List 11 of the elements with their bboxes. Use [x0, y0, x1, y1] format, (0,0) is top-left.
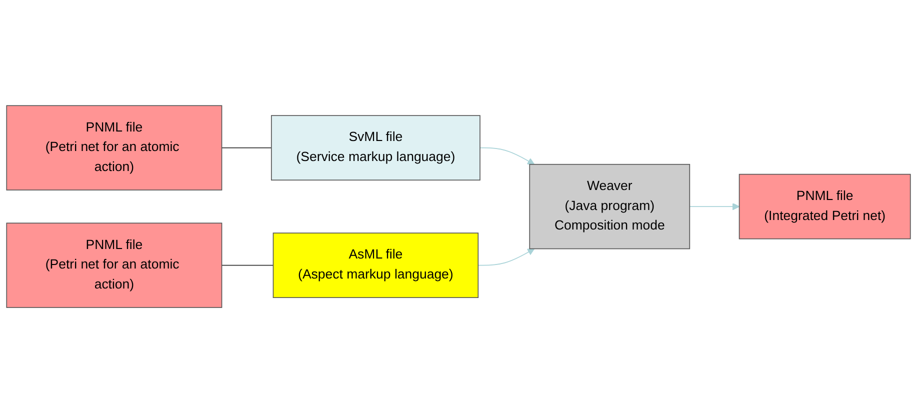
node-box: Weaver (Java program) Composition mode [529, 164, 690, 250]
arrow [689, 202, 740, 210]
connector [221, 147, 272, 148]
node-box: PNML file (Integrated Petri net) [738, 174, 911, 240]
node-box: PNML file (Petri net for an atomic action) [6, 105, 222, 190]
node-box: PNML file (Petri net for an atomic action) [6, 222, 222, 308]
arrow [480, 147, 535, 165]
node-box: AsML file (Aspect markup language) [272, 232, 479, 298]
arrow [478, 248, 535, 266]
node-box: SvML file (Service markup language) [271, 115, 480, 180]
connector [221, 264, 274, 266]
